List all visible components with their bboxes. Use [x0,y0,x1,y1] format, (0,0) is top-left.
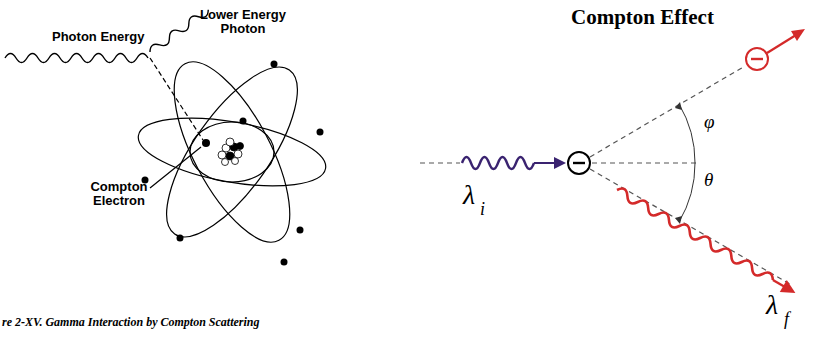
electron-symbol [746,48,768,70]
atom-illustration [133,46,331,258]
photon-label: Photon Energy [52,30,144,44]
figure-title: Compton Effect [571,6,714,29]
arrowhead [780,280,799,299]
arc-arrowhead [675,216,682,224]
arc-arrowhead [675,102,682,110]
angle-symbol: φ [704,112,715,133]
scattered-wave [615,186,775,284]
wavelength-symbol: λ [766,290,778,321]
leader-line [150,147,201,188]
electron-label: Compton Electron [88,180,150,209]
photon-label: Lower Energy Photon [200,8,286,37]
wavelength-subscript: f [784,310,789,330]
angle-arc [679,163,695,222]
angle-arc [679,104,695,163]
photon-path [590,169,790,284]
incident-arrow [534,162,556,164]
electron-arrow [767,35,796,53]
figure-caption: re 2-XV. Gamma Interaction by Compton Sc… [2,316,259,329]
electron-path [590,66,745,157]
incident-wave [462,157,534,169]
orbit [144,48,321,255]
incident-path [420,162,460,163]
axis-line [592,162,700,163]
electron-symbol [568,152,590,174]
angle-symbol: θ [704,170,713,191]
photon-path [150,58,203,140]
wavelength-symbol: λ [463,180,475,211]
nucleus [218,138,244,166]
electron-dots [142,61,324,266]
orbit [133,106,331,198]
incoming-photon-wave [5,54,148,63]
arrowhead [554,157,566,169]
orbit [152,46,313,258]
wavelength-subscript: i [480,200,485,220]
orbit [190,122,274,182]
arrowhead [791,29,805,41]
